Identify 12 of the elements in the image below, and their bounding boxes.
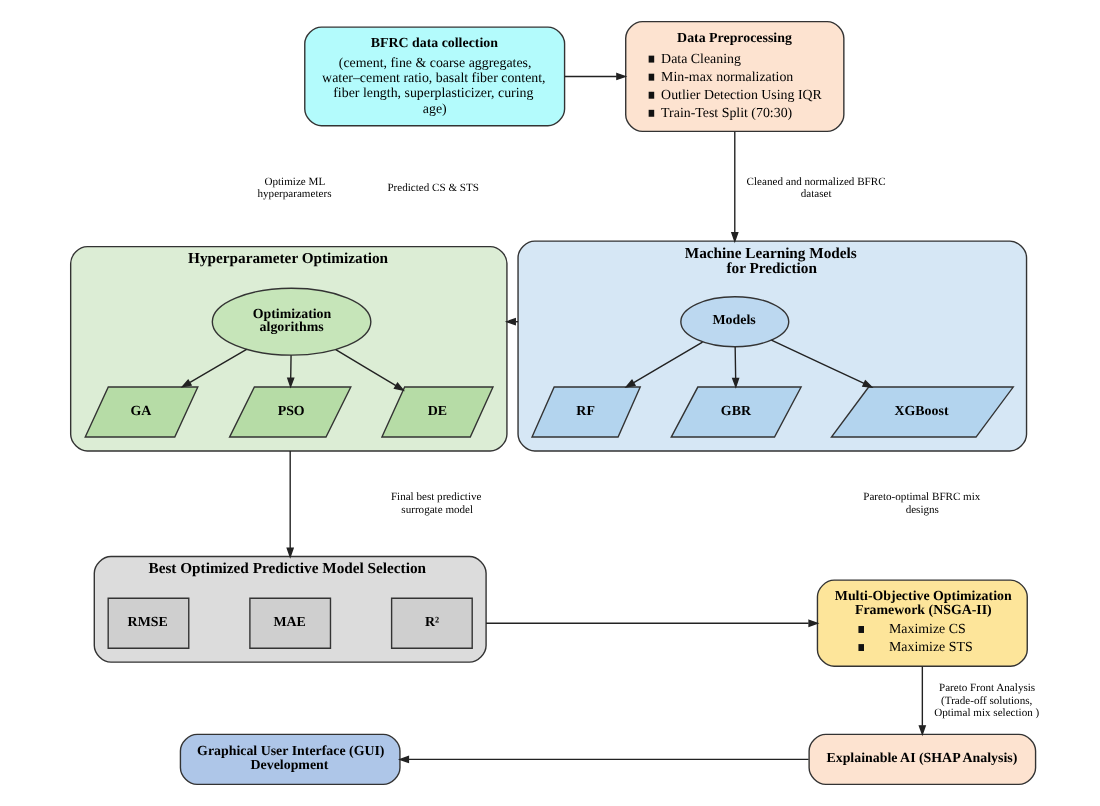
arrow <box>731 346 740 389</box>
arrow <box>770 339 874 388</box>
arrow <box>286 450 295 559</box>
arrow <box>564 72 628 81</box>
arrow <box>918 665 927 737</box>
arrow <box>180 348 248 388</box>
arrow <box>485 619 820 628</box>
arrow <box>335 348 405 392</box>
arrow <box>397 755 810 764</box>
arrow <box>730 130 739 244</box>
arrow <box>286 354 295 389</box>
arrow <box>624 341 704 389</box>
